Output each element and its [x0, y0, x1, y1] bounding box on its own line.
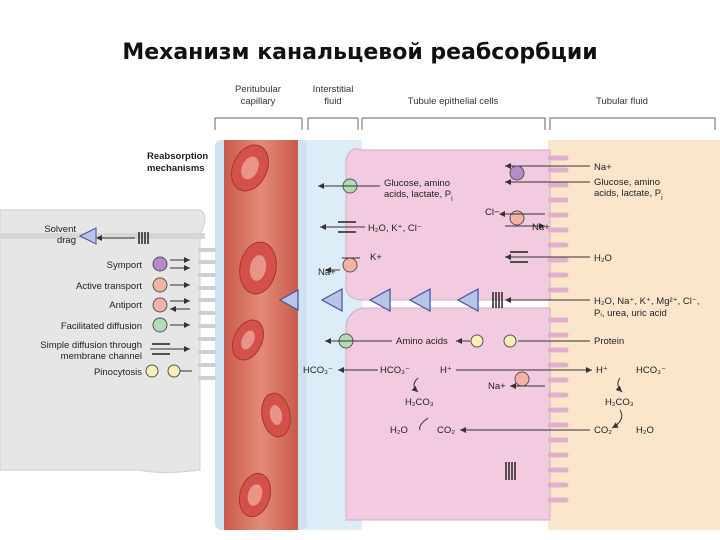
antiport-icon — [152, 297, 168, 313]
legend-solvent-1: Solvent — [44, 224, 76, 235]
label-co2-left: CO₂ — [437, 425, 455, 436]
label-na-top: Na+ — [594, 162, 612, 173]
label-protein: Protein — [594, 336, 624, 347]
tubular-fluid-area — [548, 140, 720, 530]
legend-cell — [0, 209, 206, 473]
epithelial-cell-upper — [345, 148, 551, 301]
legend-symport: Symport — [107, 260, 143, 271]
legend-heading-1: Reabsorption — [147, 151, 208, 162]
legend-simple-diffusion-2: membrane channel — [61, 351, 142, 362]
microvilli — [547, 155, 569, 503]
label-h2o-right: H₂O — [594, 253, 612, 264]
label-h2o-bottom-right: H₂O — [636, 425, 654, 436]
epithelial-cell-lower — [345, 307, 551, 521]
solvent-drag-triangles — [278, 287, 479, 313]
label-bulk-list-2: Pᵢ, urea, uric acid — [594, 308, 667, 319]
tight-junction-icon — [505, 462, 516, 480]
symport-carrier-icon — [509, 165, 525, 181]
header-interstitial-1: Interstitial — [313, 84, 354, 95]
antiport-carrier-icon — [509, 210, 525, 226]
label-bulk-list-1: H₂O, Na⁺, K⁺, Mg²⁺, Cl⁻, — [594, 296, 700, 307]
label-na-k-left: Na+ — [318, 267, 336, 278]
label-co2-right: CO₂ — [594, 425, 612, 436]
label-hco3-left: HCO₃⁻ — [303, 365, 333, 376]
label-amino-acids: Amino acids — [396, 336, 448, 347]
legend-antiport: Antiport — [109, 300, 142, 311]
label-hco3-mid: HCO₃⁻ — [380, 365, 410, 376]
channel-right-icon — [510, 251, 528, 263]
label-glucose-right-2: acids, lactate, Pi — [594, 188, 663, 202]
label-h-mid: H⁺ — [440, 365, 452, 376]
legend-solvent-2: drag — [57, 235, 76, 246]
legend-active-transport: Active transport — [76, 281, 142, 292]
page-title: Механизм канальцевой реабсорбции — [122, 40, 598, 65]
section-brackets — [214, 117, 716, 130]
facilitated-diffusion-icon — [152, 317, 168, 333]
na-h-antiport-icon — [514, 371, 530, 387]
membrane-channel-icon — [152, 343, 170, 355]
legend-microvilli — [198, 248, 216, 380]
na-k-pump-icon — [342, 257, 358, 273]
label-glucose-right-1: Glucose, amino — [594, 177, 660, 188]
label-h2co3-left: H₂CO₃ — [405, 397, 434, 408]
label-na-lower: Na+ — [488, 381, 506, 392]
legend-simple-diffusion-1: Simple diffusion through — [40, 340, 142, 351]
legend-facilitated: Facilitated diffusion — [61, 321, 142, 332]
label-glucose-left-1: Glucose, amino — [384, 178, 450, 189]
legend-heading-2: mechanisms — [147, 163, 205, 174]
label-cl: Cl− — [485, 207, 500, 218]
label-k-plus: K+ — [370, 252, 382, 263]
header-epithelial: Tubule epithelial cells — [408, 96, 499, 107]
label-h2o-bottom: H₂O — [390, 425, 408, 436]
header-capillary-1: Peritubular — [235, 84, 281, 95]
legend-pinocytosis: Pinocytosis — [94, 367, 142, 378]
active-transport-icon — [152, 277, 168, 293]
channel-left-icon — [338, 221, 356, 233]
label-h2co3-right: H₂CO₃ — [605, 397, 634, 408]
label-na-cell: Na+ — [532, 222, 550, 233]
header-capillary-2: capillary — [241, 96, 276, 107]
header-interstitial-2: fluid — [324, 96, 341, 107]
label-h2o-k-cl: H₂O, K⁺, Cl⁻ — [368, 223, 422, 234]
label-glucose-left-2: acids, lactate, Pi — [384, 189, 453, 203]
label-h-right: H⁺ — [596, 365, 608, 376]
pinocytosis-icon — [145, 364, 159, 378]
symport-icon — [152, 256, 168, 272]
label-hco3-right: HCO₃⁻ — [636, 365, 666, 376]
pinocytosis-vesicle-icon — [470, 334, 484, 348]
header-tubular: Tubular fluid — [596, 96, 648, 107]
